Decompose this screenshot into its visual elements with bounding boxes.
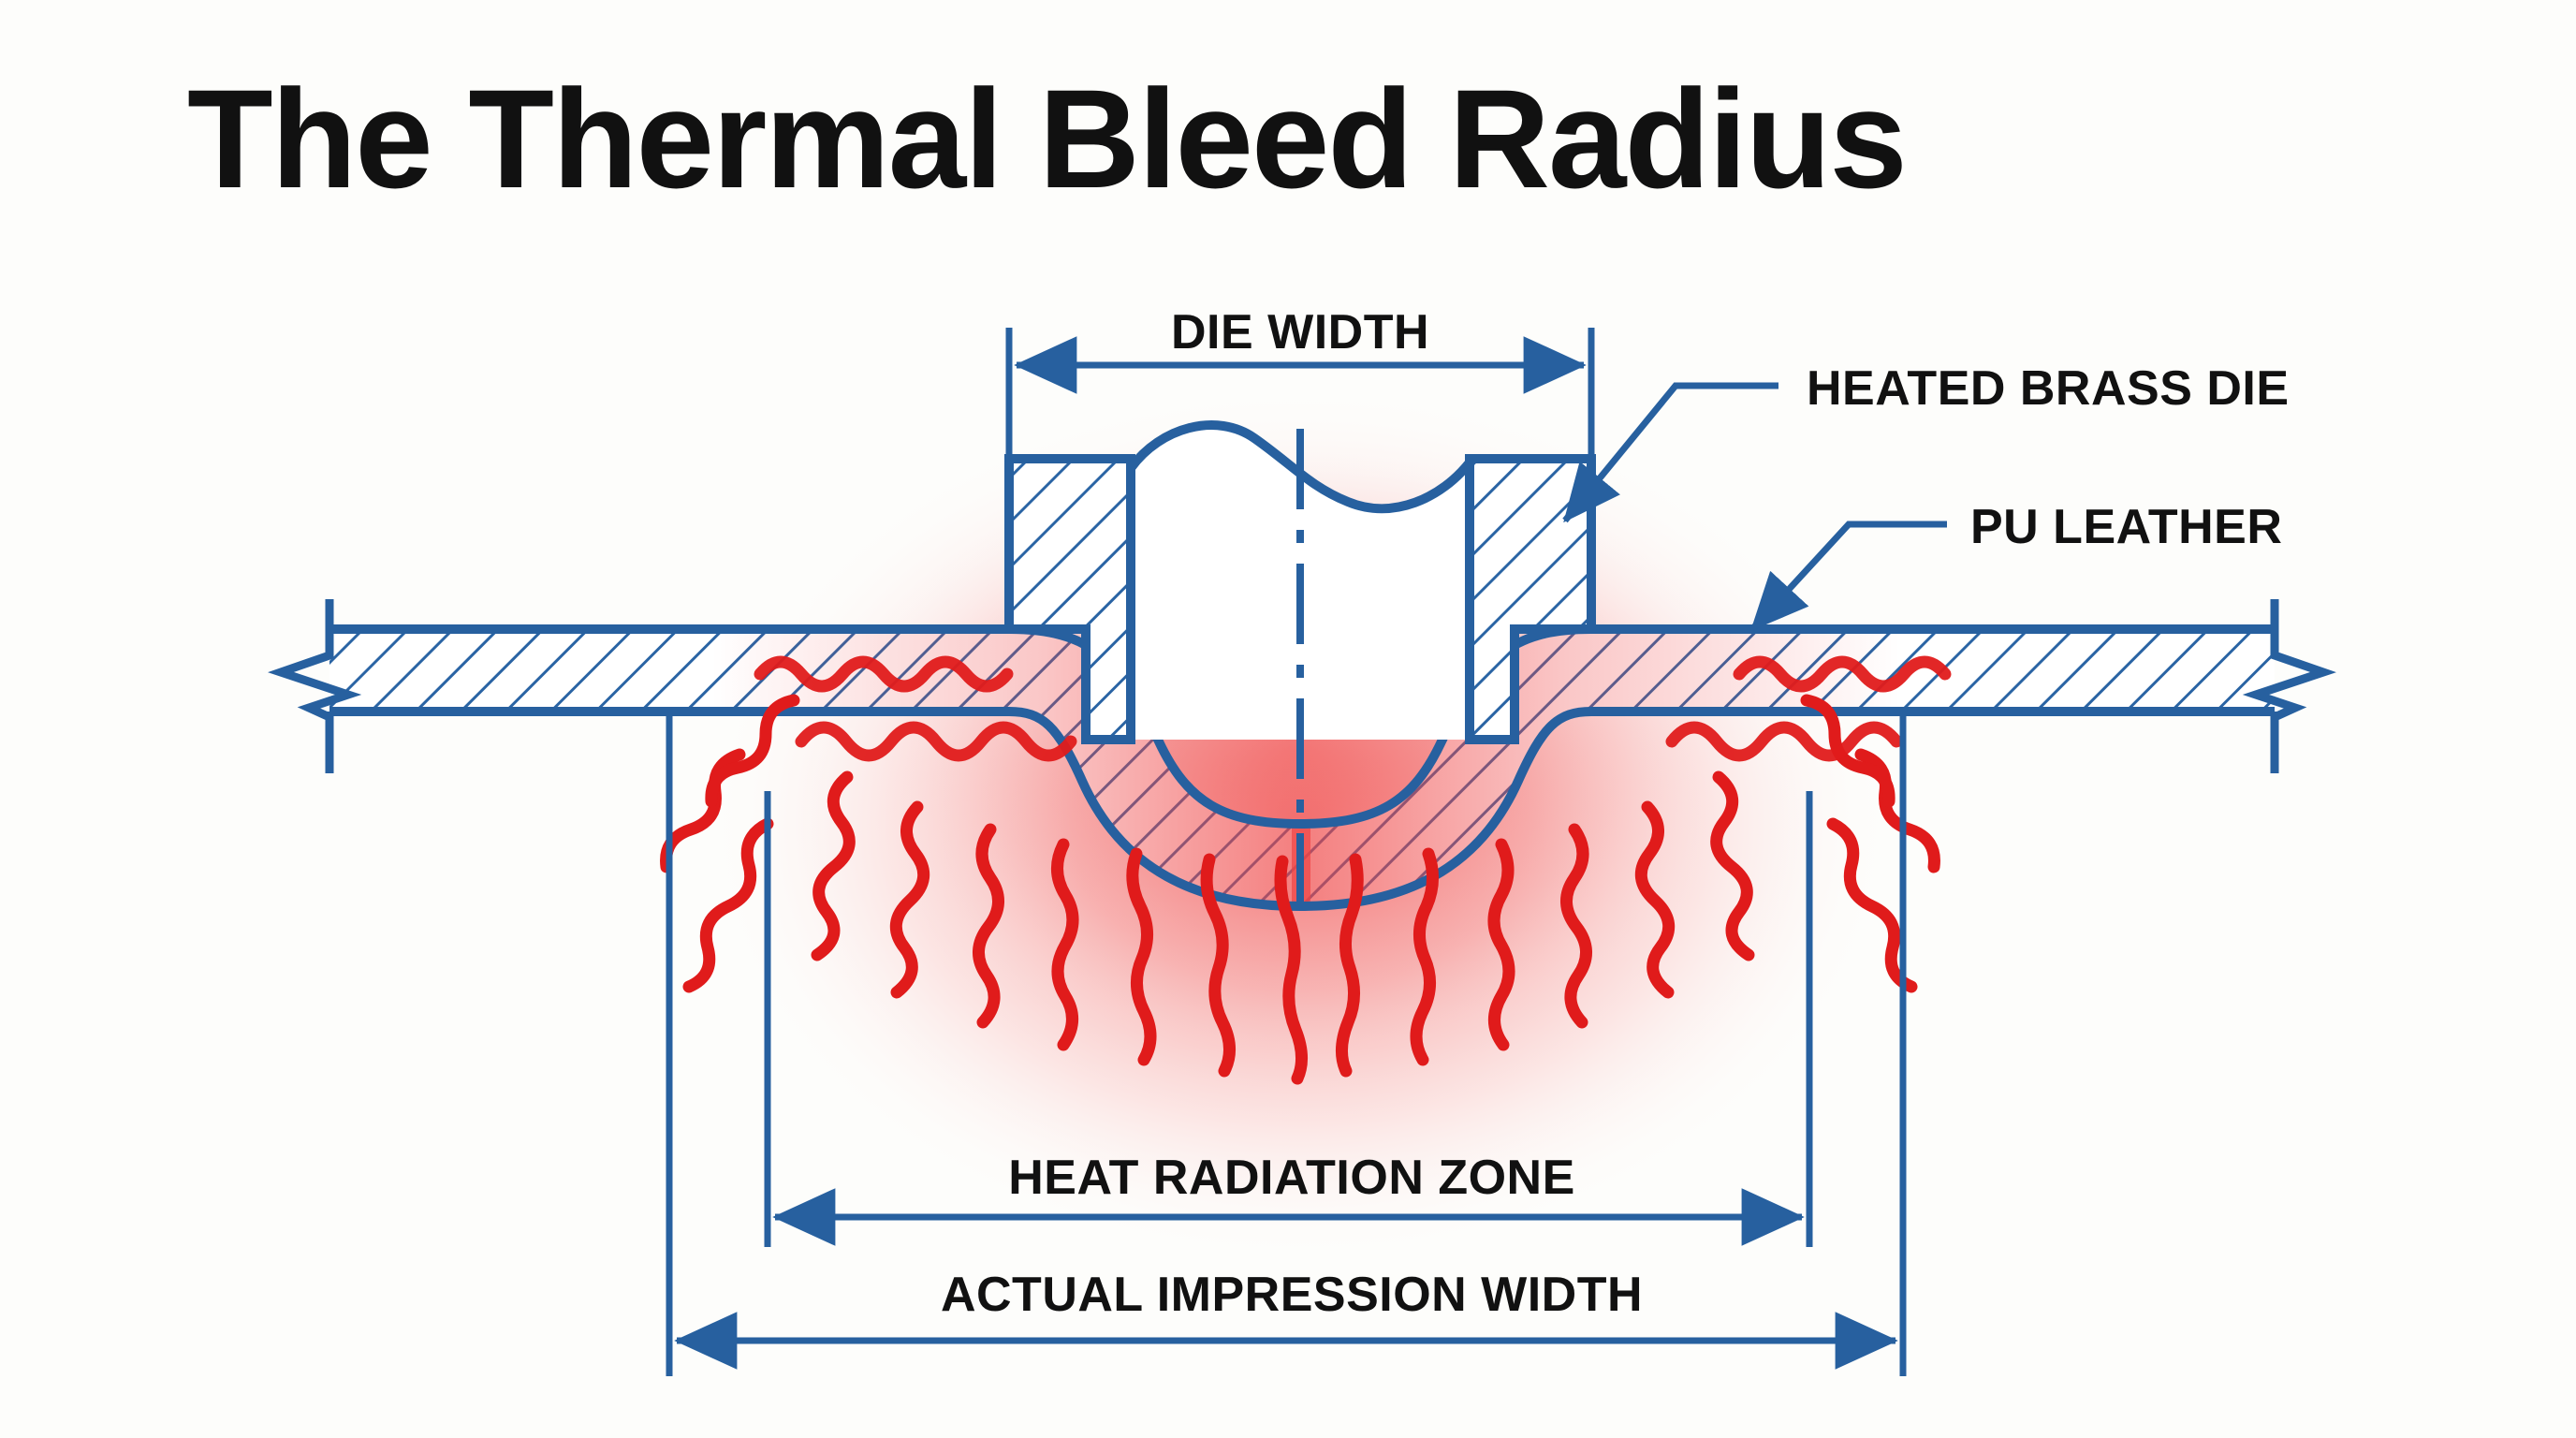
page-title: The Thermal Bleed Radius: [187, 60, 1906, 217]
callout-pu-leather: PU LEATHER: [1749, 500, 2282, 632]
dimension-actual-impression-width: ACTUAL IMPRESSION WIDTH: [666, 707, 1907, 1376]
die-wall-left: [1004, 454, 1135, 744]
dimension-label-die-width: DIE WIDTH: [1171, 305, 1429, 360]
leader-line: [1562, 382, 1778, 523]
heat-radiation-waves: [660, 655, 1952, 1085]
dimension-label-heat-radiation-zone: HEAT RADIATION ZONE: [1008, 1151, 1575, 1205]
callout-label-heated-brass-die: HEATED BRASS DIE: [1807, 361, 2290, 416]
leader-line: [1749, 521, 1947, 632]
dimension-label-actual-impression-width: ACTUAL IMPRESSION WIDTH: [941, 1268, 1643, 1322]
dimension-die-width: DIE WIDTH: [1005, 305, 1595, 459]
callout-label-pu-leather: PU LEATHER: [1970, 500, 2282, 554]
dimension-heat-radiation-zone: HEAT RADIATION ZONE: [764, 791, 1813, 1247]
callout-heated-brass-die: HEATED BRASS DIE: [1562, 361, 2290, 523]
